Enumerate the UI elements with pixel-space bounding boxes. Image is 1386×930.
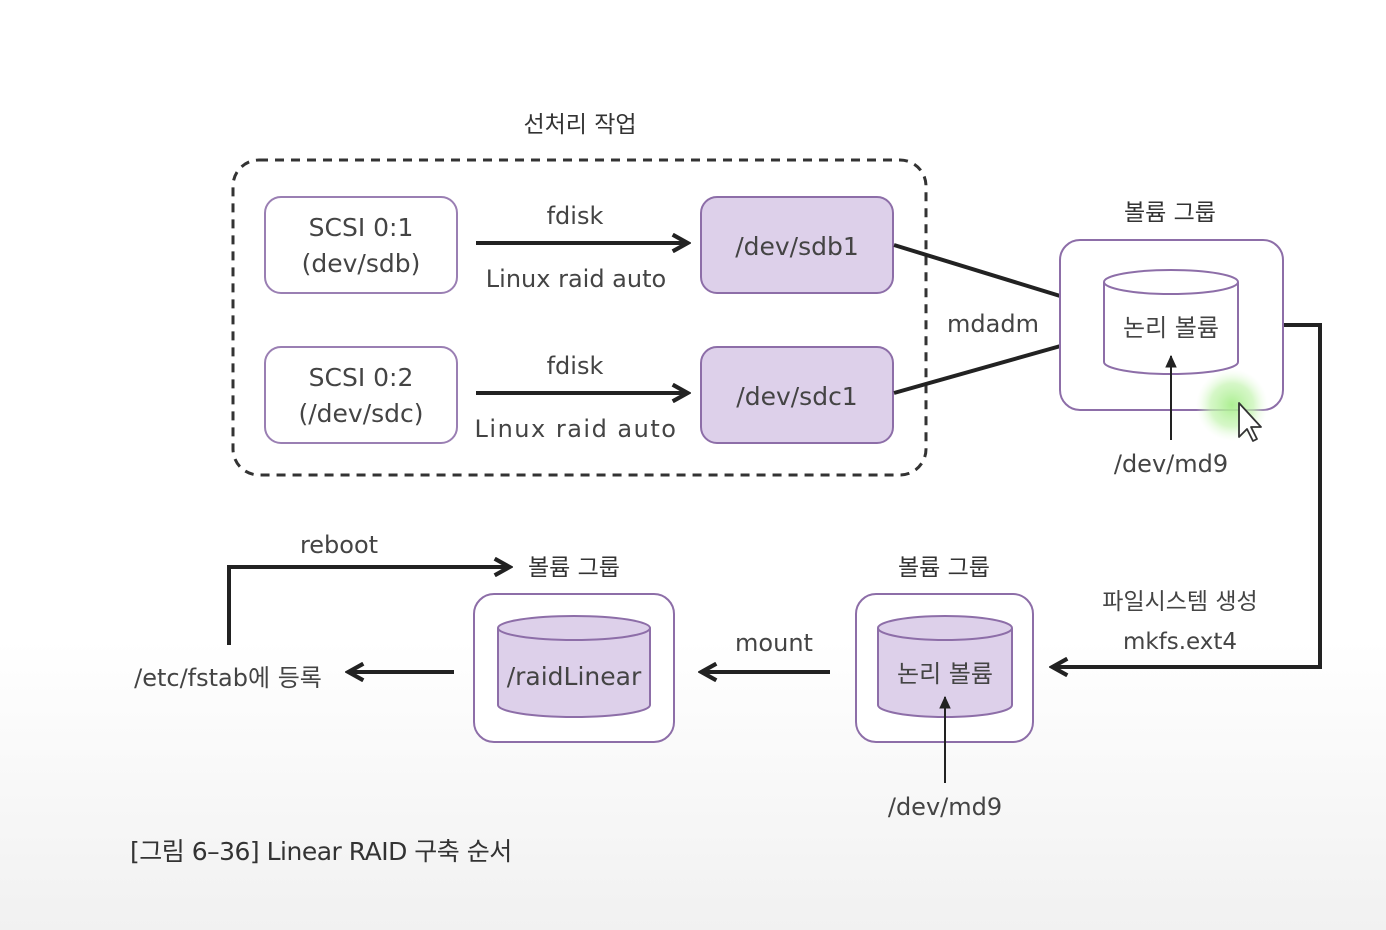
mkfs-label: mkfs.ext4 [1123, 629, 1237, 655]
fstab-label: /etc/fstab에 등록 [134, 664, 322, 692]
fs-create-label: 파일시스템 생성 [1102, 589, 1257, 615]
vg-left-volume-label: /raidLinear [507, 662, 642, 691]
vg-mid-cylinder [877, 615, 1013, 718]
mkfs-arrow [1054, 323, 1322, 667]
disk-scsi-0-1 [264, 196, 458, 294]
disk1-device: (dev/sdb) [302, 249, 421, 278]
mount-label: mount [735, 629, 813, 657]
vg-top-volume-label: 논리 볼륨 [1123, 314, 1219, 342]
vg-mid-device-label: /dev/md9 [888, 793, 1002, 821]
vg-top-title: 볼륨 그룹 [1124, 200, 1216, 226]
partition-sdb1 [700, 196, 894, 294]
figure-caption: [그림 6–36] Linear RAID 구축 순서 [130, 837, 512, 866]
partition-sdc1 [700, 346, 894, 444]
reboot-arrow [227, 567, 508, 645]
reboot-label: reboot [300, 531, 378, 559]
disk1-label: SCSI 0:1 [309, 213, 414, 242]
vg-mid-volume-label: 논리 볼륨 [897, 660, 993, 688]
mouse-cursor-icon [1238, 402, 1262, 442]
raid-auto-label-2: Linux raid auto [475, 415, 678, 443]
vg-mid-title: 볼륨 그룹 [898, 555, 990, 581]
preprocess-region [231, 158, 928, 477]
vg-top-device-label: /dev/md9 [1114, 450, 1228, 478]
partition-sdb1-label: /dev/sdb1 [735, 232, 859, 261]
cursor-highlight [1196, 369, 1268, 441]
disk2-device: (/dev/sdc) [298, 399, 423, 428]
raid-auto-label-1: Linux raid auto [486, 265, 666, 293]
disk-scsi-0-2 [264, 346, 458, 444]
vg-left-cylinder [497, 615, 651, 718]
vg-left-title: 볼륨 그룹 [528, 555, 620, 581]
fdisk-label-1: fdisk [547, 202, 604, 230]
fdisk-label-2: fdisk [547, 352, 604, 380]
preprocess-title: 선처리 작업 [523, 112, 636, 138]
vg-top-cylinder [1103, 269, 1239, 375]
partition-sdc1-label: /dev/sdc1 [736, 382, 857, 411]
disk2-label: SCSI 0:2 [309, 363, 414, 392]
mdadm-label: mdadm [947, 310, 1039, 338]
